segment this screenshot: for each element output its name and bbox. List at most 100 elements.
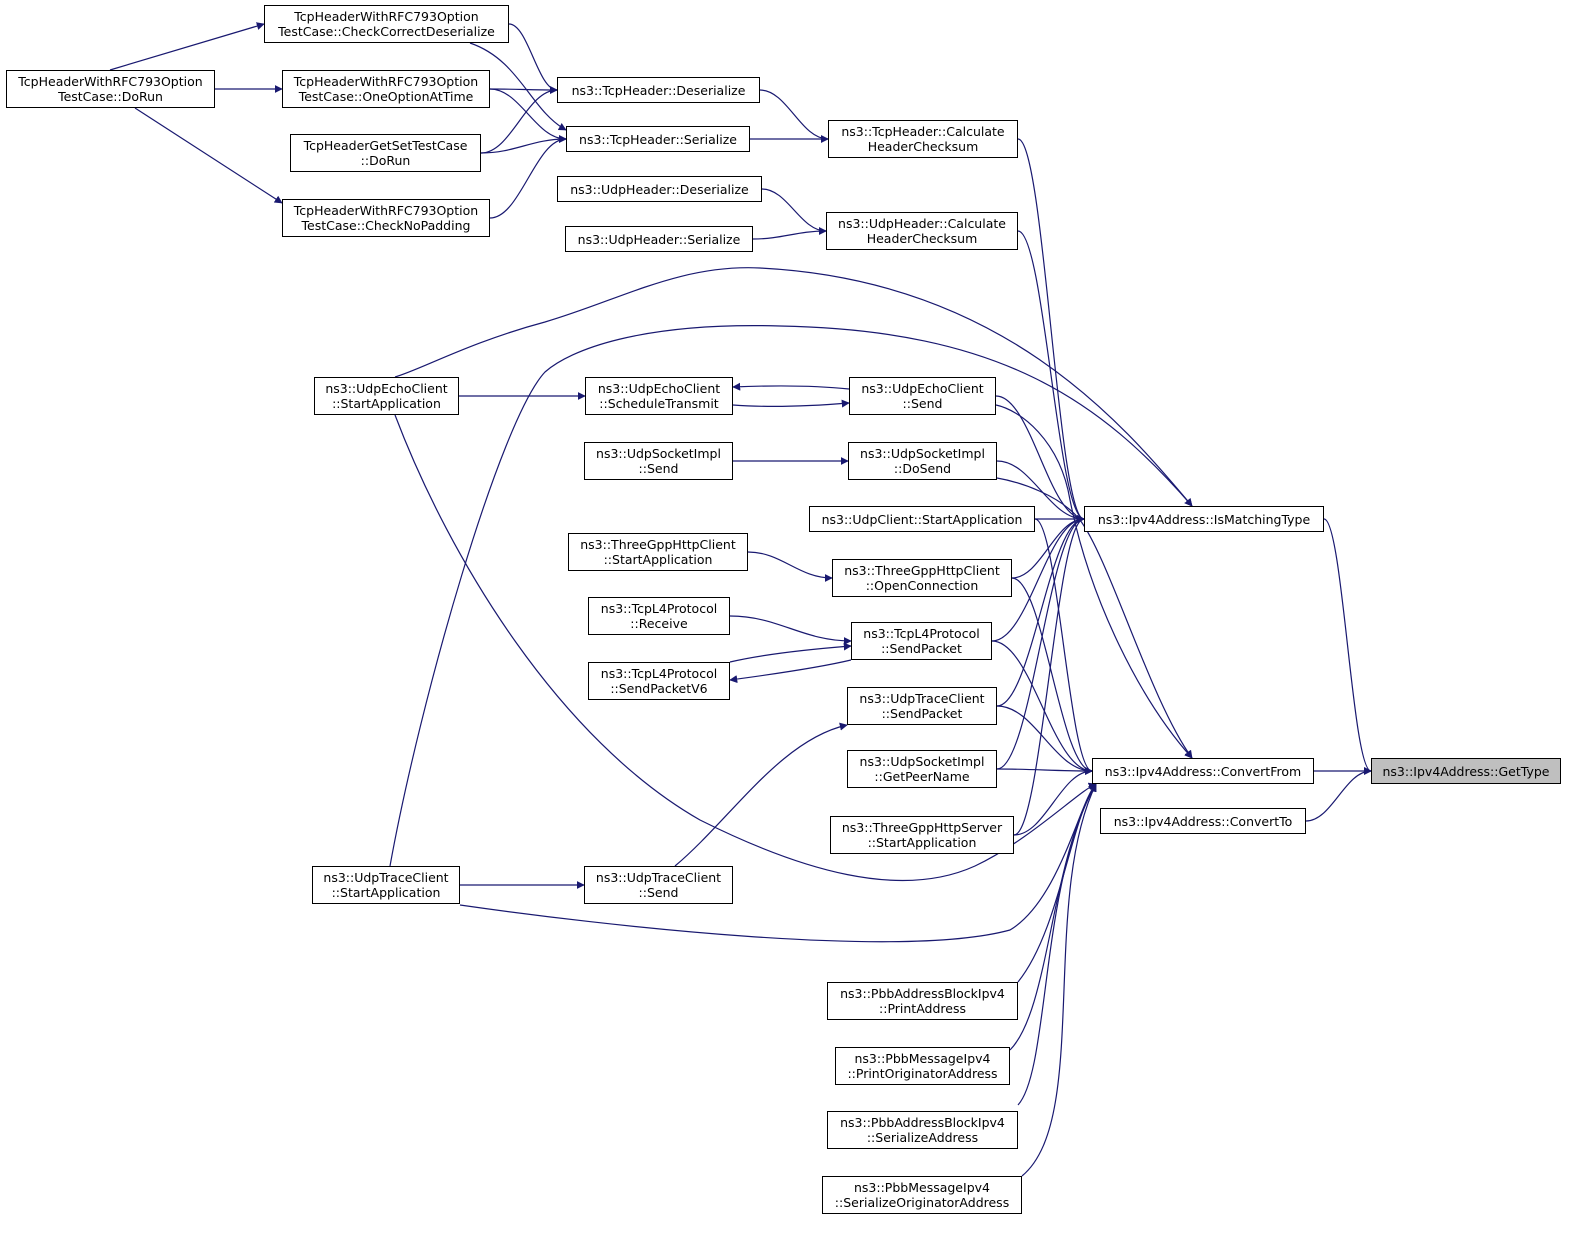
node-traceSend[interactable]: ns3::UdpTraceClient::Send xyxy=(584,866,733,904)
edge-convertFrom-to-echoStart xyxy=(394,414,1097,882)
node-traceSendPkt[interactable]: ns3::UdpTraceClient::SendPacket xyxy=(847,687,997,725)
node-label-line: TestCase::OneOptionAtTime xyxy=(298,89,474,104)
node-label: ns3::UdpTraceClient::Send xyxy=(596,870,721,900)
edge-echoSched-to-echoSend xyxy=(732,382,850,391)
node-httpStart[interactable]: ns3::ThreeGppHttpClient::StartApplicatio… xyxy=(568,533,748,571)
edge-convertFrom-to-httpOpen xyxy=(1011,577,1093,775)
node-label-line: ::GetPeerName xyxy=(874,769,970,784)
node-httpOpen[interactable]: ns3::ThreeGppHttpClient::OpenConnection xyxy=(832,559,1012,597)
node-tcpl4Recv[interactable]: ns3::TcpL4Protocol::Receive xyxy=(588,597,730,635)
node-label-line: ::DoRun xyxy=(360,153,411,168)
node-label-line: TestCase::DoRun xyxy=(58,89,163,104)
node-label-line: ::DoSend xyxy=(893,461,952,476)
node-getSet[interactable]: TcpHeaderGetSetTestCase::DoRun xyxy=(290,134,481,172)
node-pbbPrintOrig[interactable]: ns3::PbbMessageIpv4::PrintOriginatorAddr… xyxy=(835,1047,1010,1085)
node-label: ns3::ThreeGppHttpClient::StartApplicatio… xyxy=(580,537,736,567)
edge-convertFrom-to-httpServer xyxy=(1013,767,1093,836)
node-pbbSerOrig[interactable]: ns3::PbbMessageIpv4::SerializeOriginator… xyxy=(822,1176,1022,1214)
node-label-line: ns3::UdpHeader::Serialize xyxy=(577,231,741,247)
node-label-line: ::SendPacket xyxy=(881,641,962,656)
node-label-line: ::StartApplication xyxy=(332,396,441,411)
edge-tcpl4SendV6-to-tcpl4Send xyxy=(729,659,852,684)
edge-convertFrom-to-sockDoSend xyxy=(996,477,1193,759)
edge-checkCorrect-to-rfcDoRun xyxy=(109,22,265,71)
node-getType: ns3::Ipv4Address::GetType xyxy=(1371,758,1561,784)
node-label-line: ::Receive xyxy=(630,616,688,631)
node-pbbPrintAddr[interactable]: ns3::PbbAddressBlockIpv4::PrintAddress xyxy=(827,982,1018,1020)
edge-isMatching-to-udpCalc xyxy=(1017,230,1085,523)
node-label: ns3::Ipv4Address::ConvertFrom xyxy=(1105,764,1301,779)
node-label-line: ns3::UdpTraceClient xyxy=(859,691,985,706)
node-traceStart[interactable]: ns3::UdpTraceClient::StartApplication xyxy=(312,866,460,904)
node-sockDoSend[interactable]: ns3::UdpSocketImpl::DoSend xyxy=(848,442,997,480)
edge-udpCalc-to-udpDeser xyxy=(761,188,827,235)
node-label: ns3::ThreeGppHttpClient::OpenConnection xyxy=(844,563,1000,593)
node-label-line: ns3::PbbMessageIpv4 xyxy=(854,1051,991,1066)
node-label-line: ns3::Ipv4Address::GetType xyxy=(1382,763,1550,779)
node-udpSer[interactable]: ns3::UdpHeader::Serialize xyxy=(565,226,753,252)
node-tcpl4Send[interactable]: ns3::TcpL4Protocol::SendPacket xyxy=(851,622,992,660)
node-tcpDeser[interactable]: ns3::TcpHeader::Deserialize xyxy=(557,77,760,103)
node-label-line: ns3::UdpHeader::Deserialize xyxy=(570,181,749,197)
node-label-line: TestCase::CheckNoPadding xyxy=(301,218,471,233)
node-tcpl4SendV6[interactable]: ns3::TcpL4Protocol::SendPacketV6 xyxy=(588,662,730,700)
node-label: ns3::UdpEchoClient::StartApplication xyxy=(325,381,447,411)
node-echoSched[interactable]: ns3::UdpEchoClient::ScheduleTransmit xyxy=(585,377,733,415)
node-echoSend[interactable]: ns3::UdpEchoClient::Send xyxy=(849,377,996,415)
node-label-line: ::SendPacketV6 xyxy=(610,681,708,696)
node-label: ns3::Ipv4Address::IsMatchingType xyxy=(1098,512,1310,527)
edge-getType-to-isMatching xyxy=(1323,518,1372,775)
node-sockSend[interactable]: ns3::UdpSocketImpl::Send xyxy=(584,442,733,480)
node-label-line: ns3::TcpL4Protocol xyxy=(600,666,718,681)
edge-isMatching-to-echoSend xyxy=(995,395,1085,523)
node-label: ns3::UdpEchoClient::Send xyxy=(861,381,983,411)
node-udpDeser[interactable]: ns3::UdpHeader::Deserialize xyxy=(557,176,762,202)
node-label-line: ns3::TcpHeader::Serialize xyxy=(579,131,737,147)
node-label-line: ns3::UdpSocketImpl xyxy=(859,754,985,769)
node-convertTo[interactable]: ns3::Ipv4Address::ConvertTo xyxy=(1100,808,1306,834)
node-echoStart[interactable]: ns3::UdpEchoClient::StartApplication xyxy=(314,377,459,415)
node-udpClientStart[interactable]: ns3::UdpClient::StartApplication xyxy=(809,506,1035,532)
node-pbbSerAddr[interactable]: ns3::PbbAddressBlockIpv4::SerializeAddre… xyxy=(827,1111,1018,1149)
node-label: ns3::UdpHeader::Serialize xyxy=(578,232,741,247)
node-label-line: ns3::UdpEchoClient xyxy=(597,381,721,396)
node-label-line: TcpHeaderWithRFC793Option xyxy=(294,9,479,24)
edge-tcpDeser-to-getSet xyxy=(480,86,558,154)
node-isMatching[interactable]: ns3::Ipv4Address::IsMatchingType xyxy=(1084,506,1324,532)
node-sockPeer[interactable]: ns3::UdpSocketImpl::GetPeerName xyxy=(847,750,997,788)
node-label-line: ::Send xyxy=(902,396,943,411)
node-label: ns3::TcpL4Protocol::SendPacketV6 xyxy=(601,666,717,696)
node-label-line: ns3::TcpL4Protocol xyxy=(600,601,718,616)
edge-udpCalc-to-udpSer xyxy=(752,227,827,240)
node-label-line: ns3::UdpSocketImpl xyxy=(860,446,985,461)
node-httpServer[interactable]: ns3::ThreeGppHttpServer::StartApplicatio… xyxy=(830,816,1014,854)
node-tcpSer[interactable]: ns3::TcpHeader::Serialize xyxy=(566,126,750,152)
node-label: ns3::UdpSocketImpl::DoSend xyxy=(860,446,985,476)
node-label: ns3::PbbAddressBlockIpv4::PrintAddress xyxy=(840,986,1005,1016)
edge-isMatching-to-traceStart xyxy=(389,325,1193,867)
edge-isMatching-to-traceSendPkt xyxy=(996,515,1085,707)
edge-tcpDeser-to-checkCorrect xyxy=(508,23,558,94)
edge-convertFrom-to-tcpl4Send xyxy=(991,640,1093,775)
node-label-line: TcpHeaderGetSetTestCase xyxy=(303,138,468,153)
edge-httpOpen-to-httpStart xyxy=(747,551,833,582)
edge-convertFrom-to-echoSend xyxy=(995,404,1193,759)
node-label: ns3::TcpHeader::Serialize xyxy=(579,132,737,147)
node-label: ns3::UdpSocketImpl::Send xyxy=(596,446,721,476)
node-label-line: ::StartApplication xyxy=(331,885,441,900)
node-convertFrom[interactable]: ns3::Ipv4Address::ConvertFrom xyxy=(1092,758,1314,784)
node-label-line: ::Send xyxy=(638,885,679,900)
node-label-line: ns3::ThreeGppHttpClient xyxy=(580,537,736,552)
node-label-line: ns3::ThreeGppHttpServer xyxy=(841,820,1003,835)
node-label-line: ns3::PbbAddressBlockIpv4 xyxy=(840,1115,1005,1130)
